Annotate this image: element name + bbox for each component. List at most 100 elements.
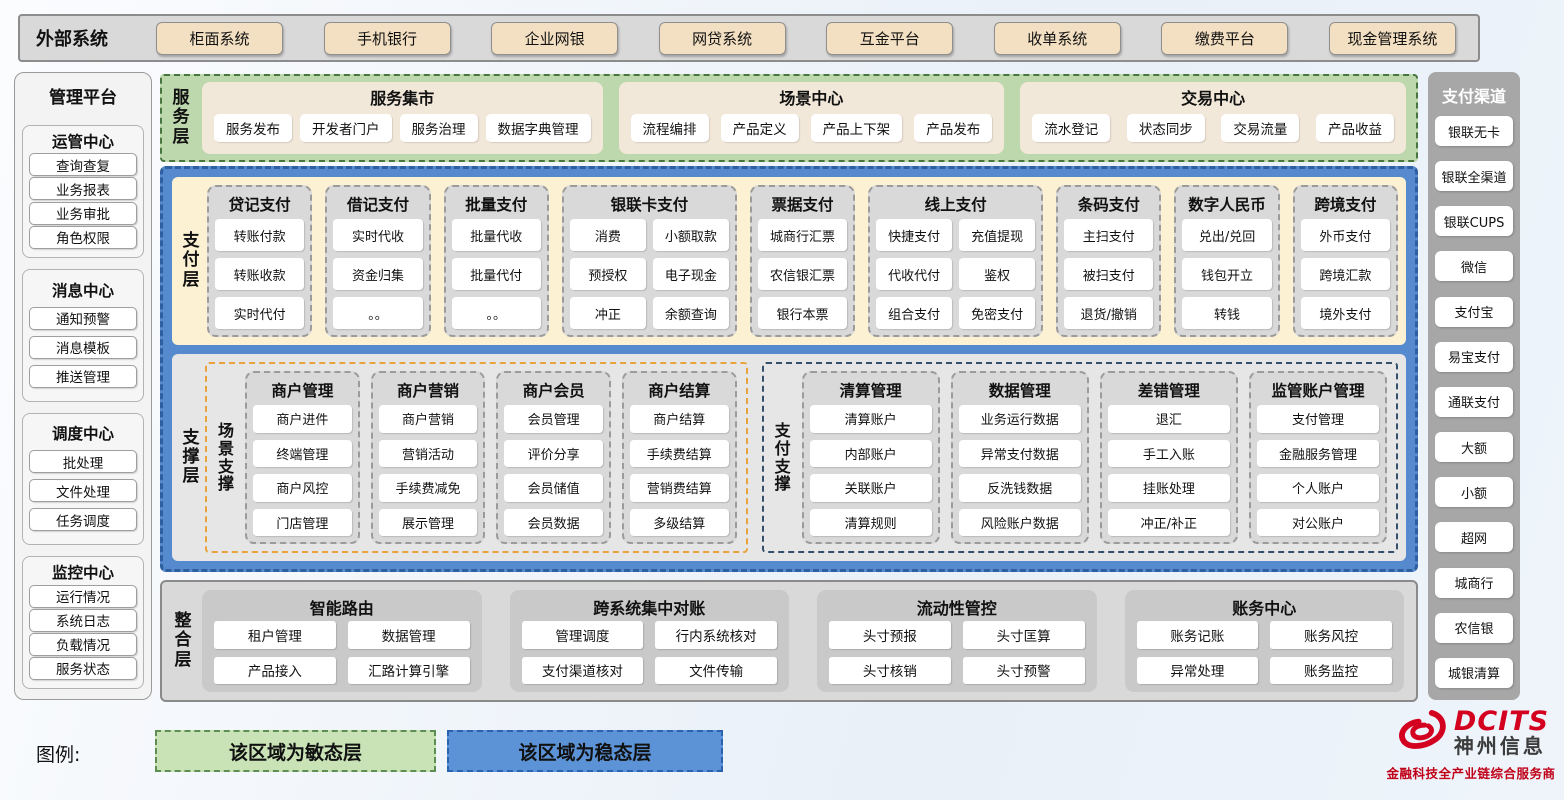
payment-layer-groups: 贷记支付转账付款转账收款实时代付借记支付实时代收资金归集。。批量支付批量代收批量… — [207, 185, 1398, 337]
support-item: 退汇 — [1108, 405, 1230, 433]
service-item-button: 服务发布 — [214, 114, 292, 142]
integration-panel-items: 租户管理数据管理产品接入汇路计算引擎 — [214, 621, 470, 684]
management-group-title: 消息中心 — [29, 279, 137, 301]
payment-group: 贷记支付转账付款转账收款实时代付 — [207, 185, 312, 337]
payment-channel-button: 银联CUPS — [1435, 206, 1513, 236]
payment-group-title: 跨境支付 — [1301, 191, 1390, 219]
support-group-items: 清算账户内部账户关联账户清算规则 — [810, 405, 932, 536]
management-item-button: 任务调度 — [29, 508, 137, 531]
payment-group-items: 转账付款转账收款实时代付 — [215, 219, 304, 329]
support-item: 手续费减免 — [379, 474, 478, 502]
payment-item: 主扫支付 — [1064, 219, 1153, 251]
integration-panel-items: 管理调度行内系统核对支付渠道核对文件传输 — [522, 621, 778, 684]
management-group: 调度中心批处理文件处理任务调度 — [22, 413, 144, 546]
payment-item: 。。 — [452, 297, 541, 329]
payment-group: 银联卡支付消费小额取款预授权电子现金冲正余额查询 — [562, 185, 737, 337]
support-region-payment: 支付支撑清算管理清算账户内部账户关联账户清算规则数据管理业务运行数据异常支付数据… — [762, 362, 1398, 553]
integration-item-button: 异常处理 — [1137, 657, 1259, 685]
support-group-items: 退汇手工入账挂账处理冲正/补正 — [1108, 405, 1230, 536]
support-layer-regions: 场景支撑商户管理商户进件终端管理商户风控门店管理商户营销商户营销营销活动手续费减… — [205, 362, 1398, 553]
integration-item-button: 支付渠道核对 — [522, 657, 644, 685]
service-item-button: 产品收益 — [1316, 114, 1394, 142]
payment-item: 钱包开立 — [1182, 258, 1271, 290]
payment-group-items: 批量代收批量代付。。 — [452, 219, 541, 329]
dcits-name: DCITS — [1454, 708, 1549, 735]
payment-group-title: 票据支付 — [758, 191, 847, 219]
payment-channels-sidebar: 支付渠道 银联无卡银联全渠道银联CUPS微信支付宝易宝支付通联支付大额小额超网城… — [1428, 72, 1520, 700]
support-group: 商户管理商户进件终端管理商户风控门店管理 — [245, 371, 360, 544]
payment-item: 城商行汇票 — [758, 219, 847, 251]
payment-channel-button: 小额 — [1435, 477, 1513, 507]
dcits-swirl-icon — [1393, 706, 1451, 760]
payment-item: 小额取款 — [653, 219, 729, 251]
support-item: 清算规则 — [810, 509, 932, 537]
management-item-button: 业务审批 — [29, 202, 137, 225]
support-item: 金融服务管理 — [1257, 440, 1379, 468]
payment-layer: 支付层 贷记支付转账付款转账收款实时代付借记支付实时代收资金归集。。批量支付批量… — [172, 177, 1406, 345]
integration-item-button: 租户管理 — [214, 621, 336, 649]
service-item-button: 服务治理 — [400, 114, 478, 142]
payment-group: 批量支付批量代收批量代付。。 — [444, 185, 549, 337]
external-system-button: 柜面系统 — [156, 22, 283, 55]
support-group: 商户结算商户结算手续费结算营销费结算多级结算 — [622, 371, 737, 544]
support-item: 对公账户 — [1257, 509, 1379, 537]
integration-item-button: 头寸匡算 — [963, 621, 1085, 649]
external-systems-label: 外部系统 — [36, 25, 108, 51]
support-item: 内部账户 — [810, 440, 932, 468]
service-panel: 交易中心流水登记状态同步交易流量产品收益 — [1020, 82, 1406, 154]
integration-panel-items: 账务记账账务风控异常处理账务监控 — [1137, 621, 1393, 684]
dcits-company: 神州信息 — [1454, 735, 1546, 758]
legend-stable-box: 该区域为稳态层 — [447, 730, 723, 772]
integration-panel-title: 账务中心 — [1137, 592, 1393, 621]
integration-item-button: 文件传输 — [655, 657, 777, 685]
support-item: 清算账户 — [810, 405, 932, 433]
support-group-title: 监管账户管理 — [1257, 377, 1379, 405]
management-group: 消息中心通知预警消息模板推送管理 — [22, 269, 144, 402]
integration-item-button: 账务监控 — [1270, 657, 1392, 685]
service-layer-panels: 服务集市服务发布开发者门户服务治理数据字典管理场景中心流程编排产品定义产品上下架… — [202, 82, 1406, 154]
integration-panel: 账务中心账务记账账务风控异常处理账务监控 — [1125, 590, 1405, 692]
payment-item: 被扫支付 — [1064, 258, 1153, 290]
payment-item: 实时代付 — [215, 297, 304, 329]
payment-group-title: 借记支付 — [333, 191, 422, 219]
integration-layer-panels: 智能路由租户管理数据管理产品接入汇路计算引擎 跨系统集中对账管理调度行内系统核对支… — [202, 590, 1404, 692]
payment-item: 兑出/兑回 — [1182, 219, 1271, 251]
support-item: 手工入账 — [1108, 440, 1230, 468]
management-item-button: 批处理 — [29, 450, 137, 473]
management-groups: 运管中心查询查复业务报表业务审批角色权限消息中心通知预警消息模板推送管理调度中心… — [22, 114, 144, 689]
support-group-title: 商户结算 — [630, 377, 729, 405]
service-panel-title: 交易中心 — [1032, 85, 1394, 109]
service-panel-title: 服务集市 — [214, 85, 591, 109]
integration-panel-title: 跨系统集中对账 — [522, 592, 778, 621]
support-item: 挂账处理 — [1108, 474, 1230, 502]
payment-channel-button: 易宝支付 — [1435, 342, 1513, 372]
payment-channel-button: 城商行 — [1435, 568, 1513, 598]
support-item: 支付管理 — [1257, 405, 1379, 433]
service-panel: 服务集市服务发布开发者门户服务治理数据字典管理 — [202, 82, 603, 154]
payment-item: 鉴权 — [959, 258, 1035, 290]
management-platform-sidebar: 管理平台 运管中心查询查复业务报表业务审批角色权限消息中心通知预警消息模板推送管… — [14, 72, 152, 700]
payment-item: 境外支付 — [1301, 297, 1390, 329]
support-group-title: 商户管理 — [253, 377, 352, 405]
support-group: 监管账户管理支付管理金融服务管理个人账户对公账户 — [1249, 371, 1387, 544]
service-item-button: 产品发布 — [914, 114, 992, 142]
integration-item-button: 账务记账 — [1137, 621, 1259, 649]
payment-group-items: 外币支付跨境汇款境外支付 — [1301, 219, 1390, 329]
payment-group: 跨境支付外币支付跨境汇款境外支付 — [1293, 185, 1398, 337]
payment-item: 电子现金 — [653, 258, 729, 290]
payment-item: 农信银汇票 — [758, 258, 847, 290]
support-group: 商户营销商户营销营销活动手续费减免展示管理 — [371, 371, 486, 544]
payment-group-title: 贷记支付 — [215, 191, 304, 219]
integration-item-button: 头寸预报 — [829, 621, 951, 649]
payment-channels-title: 支付渠道 — [1435, 83, 1513, 107]
management-item-button: 服务状态 — [29, 657, 137, 680]
management-item-button: 消息模板 — [29, 336, 137, 359]
payment-item: 转账收款 — [215, 258, 304, 290]
support-item: 会员储值 — [504, 474, 603, 502]
payment-channel-button: 城银清算 — [1435, 658, 1513, 688]
external-systems-bar: 外部系统 柜面系统手机银行企业网银网贷系统互金平台收单系统缴费平台现金管理系统 — [18, 14, 1480, 62]
integration-item-button: 账务风控 — [1270, 621, 1392, 649]
management-item-button: 通知预警 — [29, 307, 137, 330]
integration-panel: 智能路由租户管理数据管理产品接入汇路计算引擎 — [202, 590, 482, 692]
support-group-items: 业务运行数据异常支付数据反洗钱数据风险账户数据 — [959, 405, 1081, 536]
